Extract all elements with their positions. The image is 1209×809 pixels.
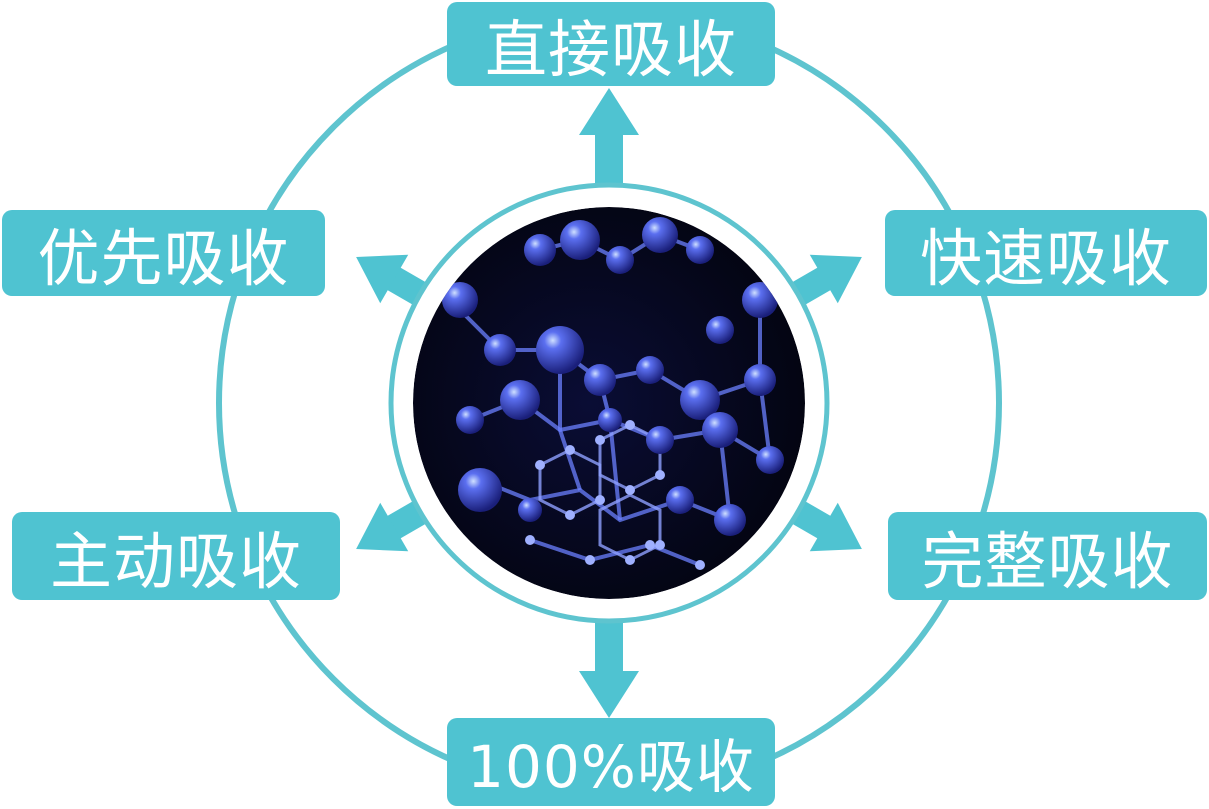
label-fast-absorption: 快速吸收 bbox=[885, 210, 1207, 296]
label-priority-absorption: 优先吸收 bbox=[2, 210, 325, 296]
label-full-absorption: 100%吸收 bbox=[447, 718, 775, 806]
label-complete-absorption: 完整吸收 bbox=[888, 512, 1207, 600]
arrow-down bbox=[579, 618, 639, 718]
arrow-up bbox=[579, 88, 639, 188]
label-direct-absorption: 直接吸收 bbox=[447, 2, 775, 86]
molecule-image bbox=[413, 207, 805, 599]
label-active-absorption: 主动吸收 bbox=[12, 512, 340, 600]
